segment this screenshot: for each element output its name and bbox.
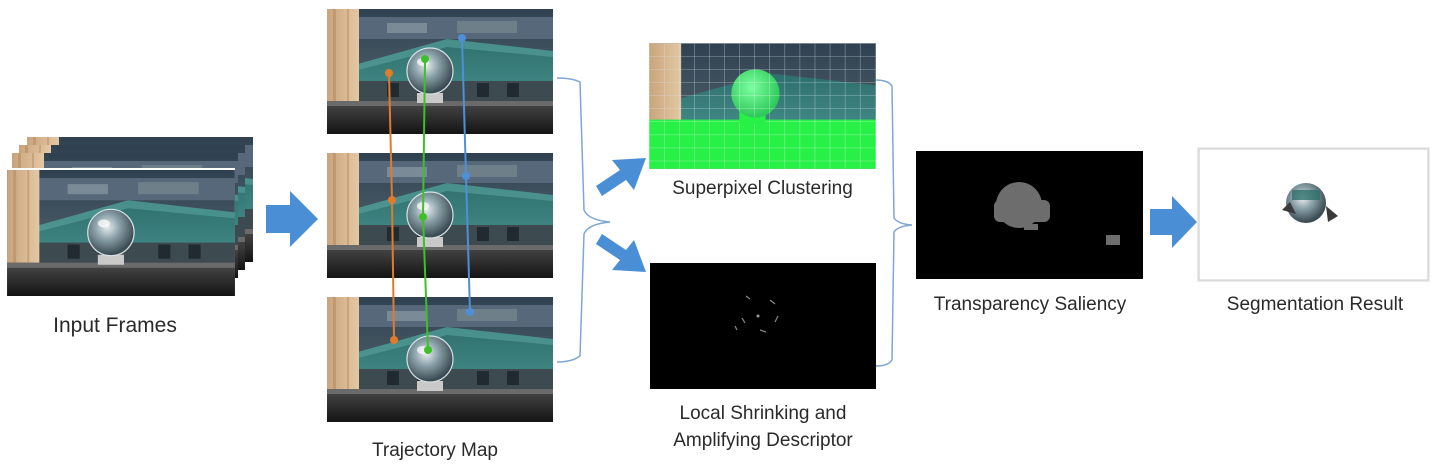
local-descriptor-label: Local Shrinking and Amplifying Descripto… xyxy=(640,400,886,454)
arrow-up-right-icon xyxy=(596,158,646,196)
trajectory-frame-3 xyxy=(327,296,553,423)
local-descriptor-label-line1: Local Shrinking and xyxy=(679,403,847,424)
superpixel-clustering-label: Superpixel Clustering xyxy=(672,178,853,199)
trajectory-map xyxy=(327,8,553,423)
input-frames-label: Input Frames xyxy=(53,314,177,337)
transparency-saliency-label: Transparency Saliency xyxy=(933,294,1127,315)
trajectory-frame-1 xyxy=(327,8,553,135)
arrow-right-icon-2 xyxy=(1150,196,1197,248)
bracket-trajectory xyxy=(556,77,611,363)
local-descriptor-label-line2: Amplifying Descriptor xyxy=(673,430,853,451)
input-frame-front xyxy=(7,170,235,296)
segmentation-result-image xyxy=(1197,147,1430,282)
segmentation-result-label: Segmentation Result xyxy=(1226,294,1404,315)
trajectory-map-label: Trajectory Map xyxy=(372,440,498,461)
superpixel-clustering-image xyxy=(649,43,876,169)
arrow-down-right-icon xyxy=(596,234,646,272)
descriptor-image xyxy=(650,263,876,389)
transparency-saliency-image xyxy=(916,151,1143,279)
arrow-right-icon xyxy=(266,191,318,247)
bracket-branches xyxy=(875,79,913,367)
trajectory-frame-2 xyxy=(327,152,553,279)
input-frames-stack xyxy=(5,137,253,296)
